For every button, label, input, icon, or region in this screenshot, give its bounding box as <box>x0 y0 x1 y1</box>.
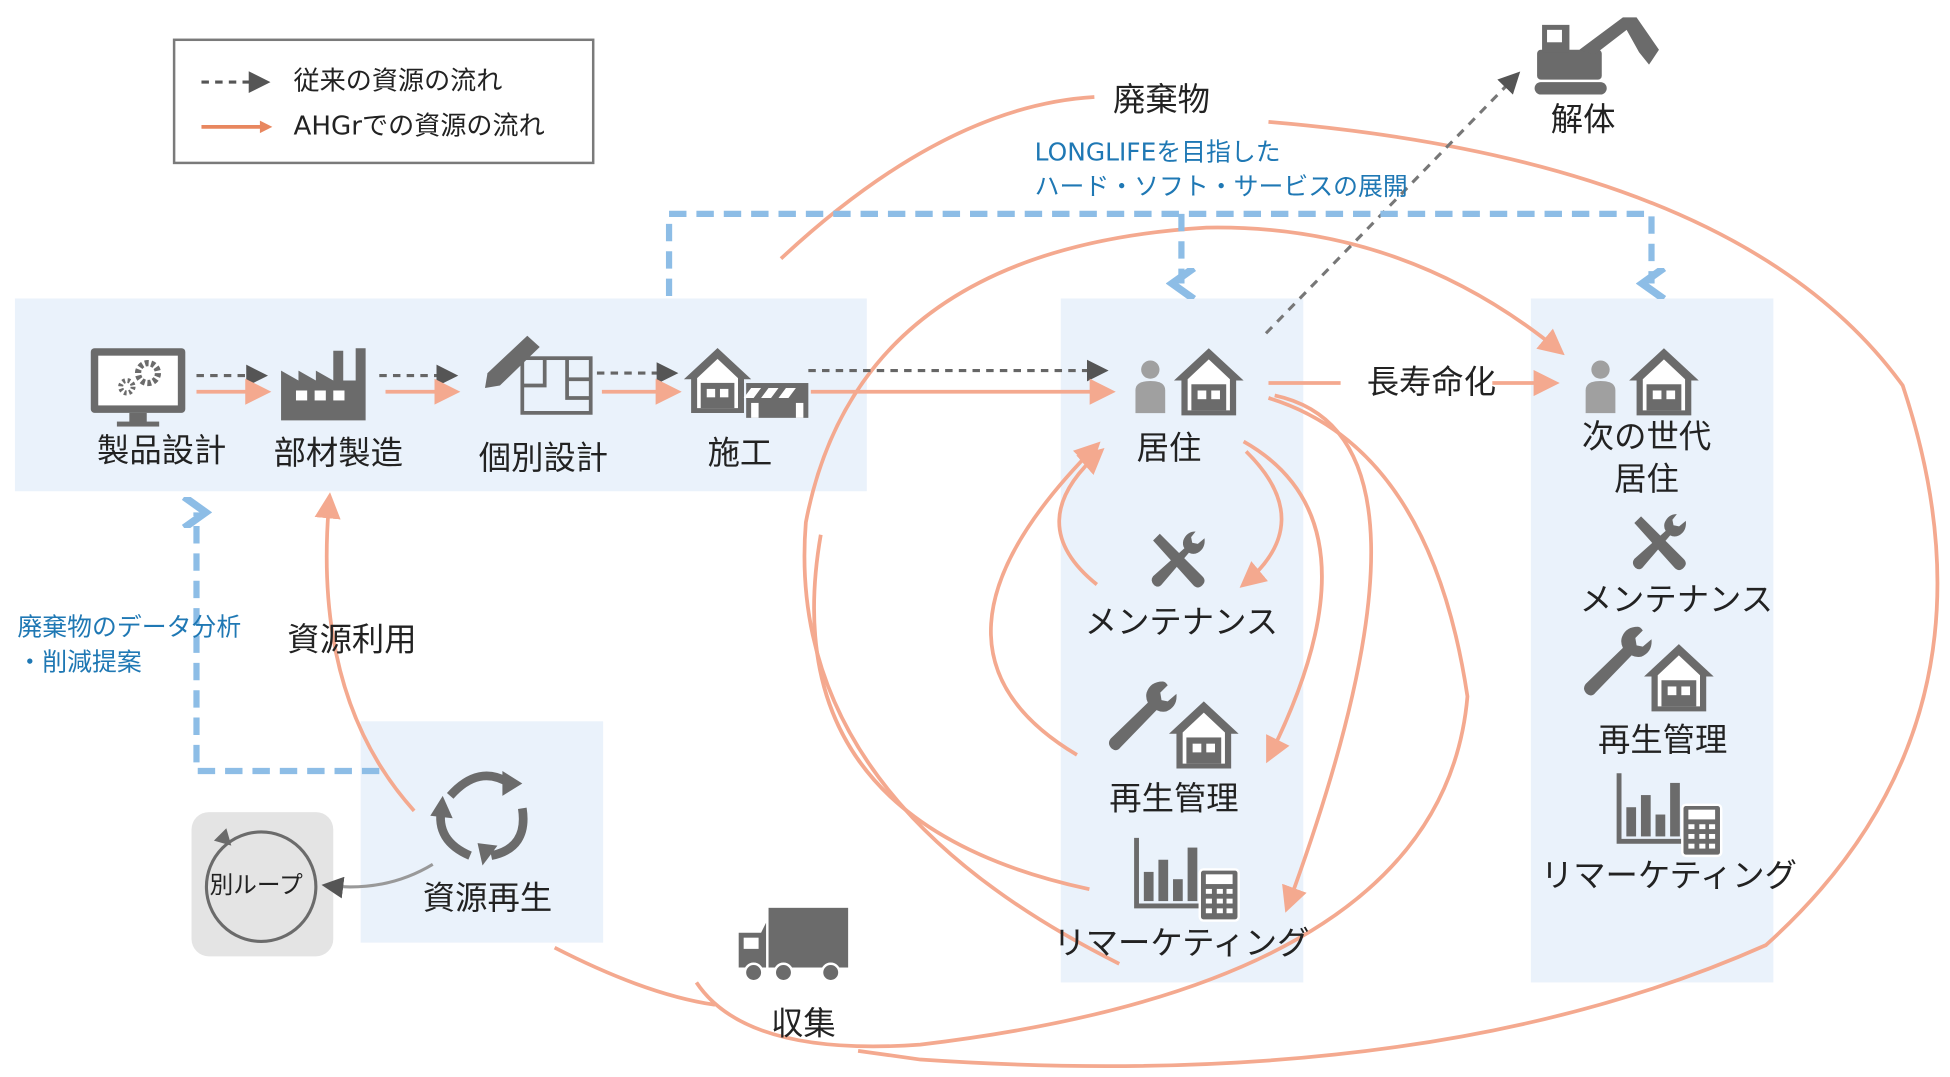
outer-loop <box>857 120 1940 1068</box>
excavator-icon <box>1534 17 1659 95</box>
other-loop-label: 別ループ <box>209 871 303 900</box>
legend-ahgr-label: AHGrでの資源の流れ <box>293 110 545 141</box>
waste-analysis-line <box>196 512 380 775</box>
longlife-line2: ハード・ソフト・サービスの展開 <box>1034 171 1408 202</box>
construction-label: 施工 <box>707 435 773 473</box>
demolition-arrow <box>1264 71 1521 335</box>
next-gen-living-line2: 居住 <box>1614 461 1679 499</box>
individual-design-label: 個別設計 <box>478 440 609 478</box>
to-regeneration-arrow <box>1242 439 1324 764</box>
next-gen-regeneration-label: 再生管理 <box>1598 722 1728 760</box>
resource-use-arrow <box>314 492 416 813</box>
to-maintenance-arrow <box>1239 450 1284 588</box>
waste-arc <box>779 95 1095 261</box>
resource-use-label: 資源利用 <box>287 621 417 660</box>
next-gen-maintenance-label: メンテナンス <box>1579 582 1774 620</box>
material-manufacturing-label: 部材製造 <box>273 435 403 473</box>
from-regeneration-arrow <box>989 441 1101 757</box>
waste-label: 廃棄物 <box>1113 82 1211 120</box>
next-gen-remarketing-label: リマーケティング <box>1540 858 1797 896</box>
longlife-deployment-line <box>665 210 1651 296</box>
next-gen-loop <box>802 225 1565 966</box>
legend-conventional-label: 従来の資源の流れ <box>293 65 503 96</box>
residence-remarketing-label: リマーケティング <box>1053 925 1310 963</box>
to-other-loop-arrow <box>321 862 434 899</box>
monitor-gear-icon <box>90 348 186 427</box>
residence-living-label: 居住 <box>1136 430 1202 468</box>
waste-analysis-line1: 廃棄物のデータ分析 <box>17 611 242 642</box>
residence-maintenance-label: メンテナンス <box>1084 604 1279 642</box>
residence-regeneration-label: 再生管理 <box>1109 780 1239 819</box>
demolition-label: 解体 <box>1550 101 1616 140</box>
longevity-label: 長寿命化 <box>1366 364 1497 402</box>
other-loop-circle <box>204 830 318 943</box>
collection-arc <box>553 945 716 1007</box>
blueprint-pencil-icon <box>485 335 593 415</box>
collection-label: 収集 <box>771 1006 836 1044</box>
product-design-label: 製品設計 <box>96 432 227 471</box>
from-remarketing-arrow <box>812 534 1090 891</box>
legend-box <box>172 38 595 165</box>
longlife-line1: LONGLIFEを目指した <box>1034 136 1281 167</box>
factory-icon <box>281 348 366 421</box>
truck-icon <box>738 907 849 983</box>
to-remarketing-arrow <box>1274 393 1373 913</box>
mid-loop-lower <box>694 396 1470 1049</box>
waste-analysis-line2: ・削減提案 <box>17 646 142 677</box>
barrier-icon <box>743 383 809 418</box>
resource-regeneration-panel <box>360 721 604 943</box>
resource-regeneration-label: 資源再生 <box>422 880 553 918</box>
next-gen-living-line1: 次の世代 <box>1581 419 1712 457</box>
